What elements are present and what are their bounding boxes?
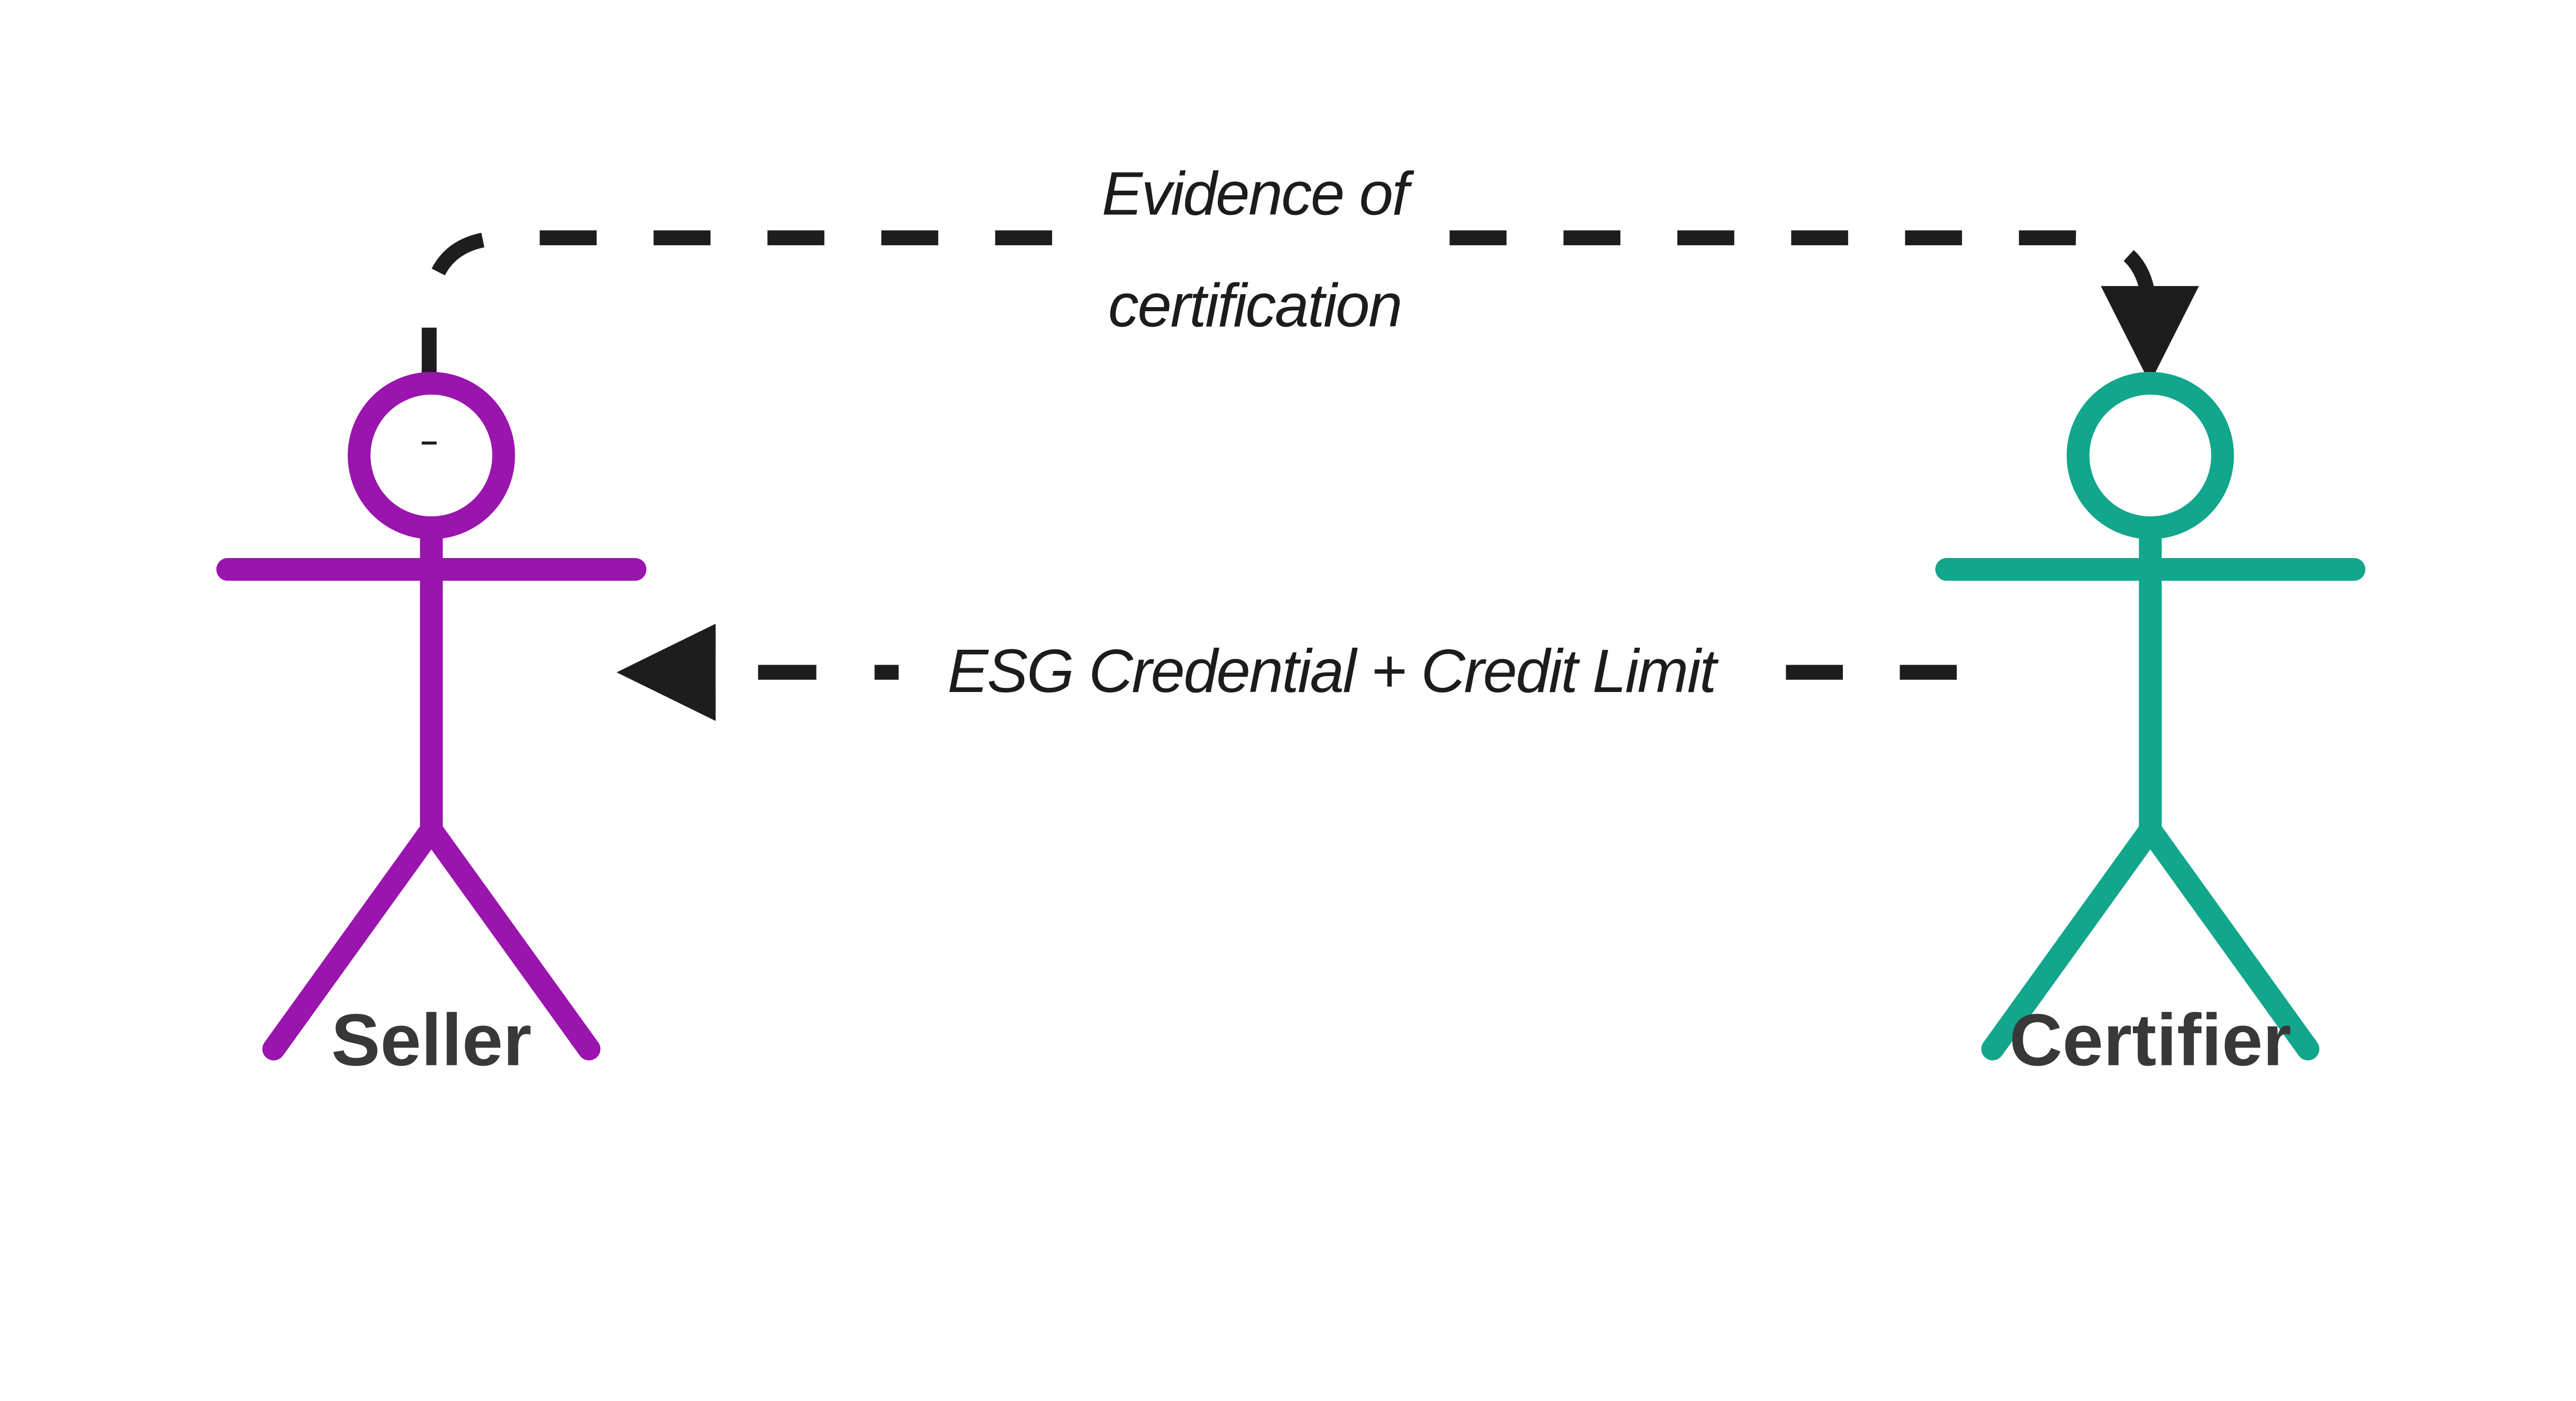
seller-right-leg xyxy=(420,818,601,1060)
diagram-canvas: Evidence of certification ESG Credential… xyxy=(216,160,2366,1081)
evidence-dashed-line-left xyxy=(421,230,1060,445)
seller-left-leg xyxy=(262,818,443,1060)
evidence-label-line2: certification xyxy=(1108,271,1401,340)
credential-left-arrowhead-icon xyxy=(616,623,716,721)
certifier-head xyxy=(2066,372,2234,539)
certifier-figure xyxy=(1935,372,2366,1060)
seller-figure xyxy=(216,372,647,1060)
evidence-label-line1: Evidence of xyxy=(1101,160,1414,228)
certifier-label: Certifier xyxy=(2009,999,2292,1081)
evidence-dashed-line-right xyxy=(1449,230,2157,315)
evidence-down-arrowhead-icon xyxy=(2100,286,2199,383)
credential-label: ESG Credential + Credit Limit xyxy=(947,637,1719,705)
seller-head xyxy=(347,372,515,539)
esg-certification-flow-diagram: Evidence of certification ESG Credential… xyxy=(216,159,2366,1082)
certifier-left-leg xyxy=(1981,818,2162,1060)
seller-label: Seller xyxy=(331,999,532,1081)
certifier-right-leg xyxy=(2139,818,2319,1060)
